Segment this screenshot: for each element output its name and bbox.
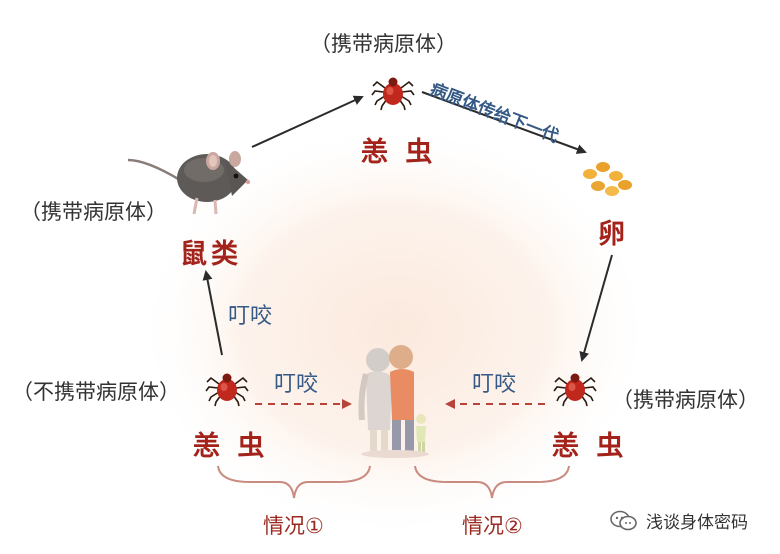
family-icon [358,345,429,458]
egg-label: 卵 [598,219,629,250]
case2-bracket [414,465,570,499]
egg-cluster-icon [583,162,632,196]
right-carrier-label: （携带病原体） [612,388,759,412]
mite-icon-top [371,76,415,111]
non-carrier-label: （不携带病原体） [12,380,180,404]
right-chigger-label: 恙 虫 [552,431,628,462]
rat-icon [127,151,251,215]
chat-bubble-icon [610,510,637,530]
arrow-egg-to-chigger [579,254,613,362]
watermark-text: 浅谈身体密码 [646,513,748,533]
background-glow [135,120,655,540]
top-chigger-label: 恙 虫 [361,137,437,168]
bite-label-left: 叮咬 [274,372,319,397]
rodent-carrier-label: （携带病原体） [20,200,167,224]
case1-label: 情况① [263,514,324,538]
top-carrier-label: （携带病原体） [310,32,457,56]
watermark: 浅谈身体密码 [610,508,748,533]
bite-label-right: 叮咬 [472,372,517,397]
arrow-chigger-to-egg [421,91,587,154]
case2-label: 情况② [462,514,523,538]
arrow-rodent-to-chigger [251,95,364,148]
left-chigger-label: 恙 虫 [193,431,269,462]
bite-label-vertical: 叮咬 [228,304,273,329]
case1-bracket [217,465,371,499]
arrow-chigger-to-rodent [202,270,223,356]
rodent-label: 鼠类 [180,239,242,270]
